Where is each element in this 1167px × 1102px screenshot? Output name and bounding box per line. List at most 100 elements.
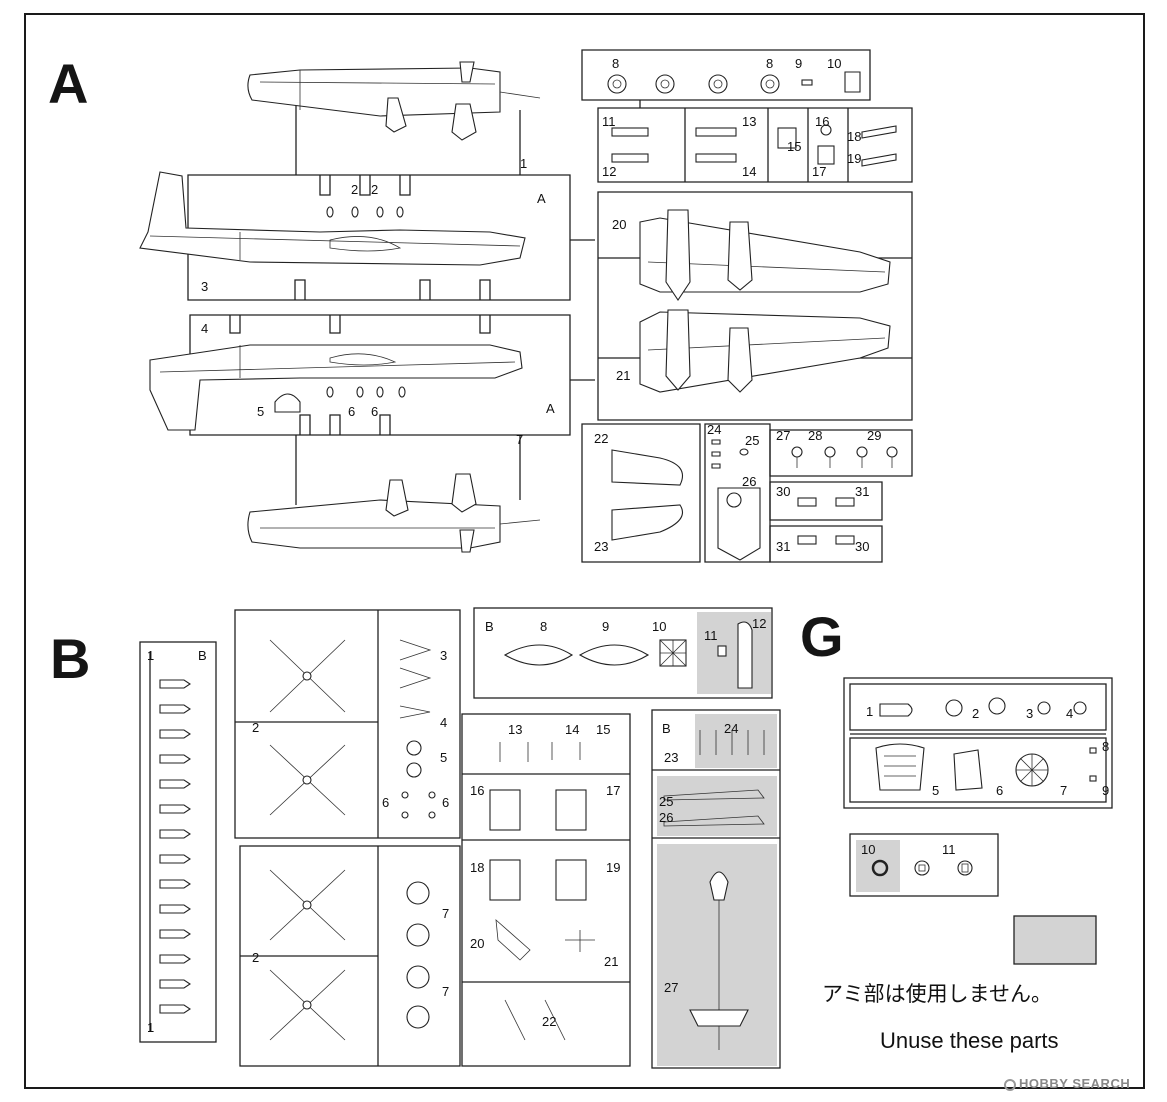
part-number: 28 [808, 428, 822, 443]
part-number: 16 [470, 783, 484, 798]
part-number: 9 [602, 619, 609, 634]
sprue-g-frame [843, 677, 1113, 809]
small-parts-24-26 [711, 439, 761, 561]
part-number: 29 [867, 428, 881, 443]
part-number: 30 [776, 484, 790, 499]
part-number: 12 [752, 616, 766, 631]
part-number: 30 [855, 539, 869, 554]
sprue-a-tag: A [546, 401, 555, 416]
propeller-parts [269, 639, 346, 1041]
watermark-text: HOBBY SEARCH [1019, 1076, 1131, 1091]
sprue-b-label: B [50, 627, 90, 690]
outer-wing-parts [639, 209, 891, 393]
part-number: 4 [440, 715, 447, 730]
part-number: 2 [252, 950, 259, 965]
sprue-b-bomb-strip [139, 641, 217, 1043]
part-number: 26 [659, 810, 673, 825]
sprue-g-label: G [800, 605, 844, 668]
part-number: 20 [470, 936, 484, 951]
part-number: 8 [1102, 739, 1109, 754]
part-number: 17 [812, 164, 826, 179]
part-number: 2 [371, 182, 378, 197]
sprue-b-unused-frame [651, 709, 781, 1069]
sprue-b-top-strip [473, 607, 773, 699]
part-number: 5 [440, 750, 447, 765]
part-number: 8 [540, 619, 547, 634]
part-number: 1 [866, 704, 873, 719]
part-number: 3 [1026, 706, 1033, 721]
part-number: 27 [664, 980, 678, 995]
part-number: 24 [707, 422, 721, 437]
part-number: 13 [508, 722, 522, 737]
sprue-a-tag: A [537, 191, 546, 206]
part-number: 3 [201, 279, 208, 294]
sprue-b-tag: B [198, 648, 207, 663]
part-number: 6 [382, 795, 389, 810]
part-number: 21 [604, 954, 618, 969]
part-number: 9 [1102, 783, 1109, 798]
part-number: 21 [616, 368, 630, 383]
part-number: 6 [996, 783, 1003, 798]
part-number: 19 [847, 151, 861, 166]
prop-hub-parts [399, 639, 436, 1029]
detail-parts-11-19 [611, 124, 897, 167]
fuselage-half-upper [139, 171, 526, 266]
diagram-frame [24, 13, 1145, 1089]
part-number: 19 [606, 860, 620, 875]
part-number: 17 [606, 783, 620, 798]
part-number: 8 [612, 56, 619, 71]
unused-parts-swatch [1013, 915, 1097, 965]
part-number: 5 [257, 404, 264, 419]
stabilizer-parts [611, 449, 684, 541]
part-number: 5 [932, 783, 939, 798]
part-number: 7 [1060, 783, 1067, 798]
part-number: 27 [776, 428, 790, 443]
part-number: 25 [659, 794, 673, 809]
small-parts-27-31 [791, 446, 898, 545]
part-number: 10 [861, 842, 875, 857]
part-number: 1 [520, 156, 527, 171]
wheel-parts [607, 71, 861, 94]
part-number: 6 [371, 404, 378, 419]
sprue-b-tag: B [662, 721, 671, 736]
part-number: 1 [147, 1020, 154, 1035]
part-number: 11 [942, 842, 956, 857]
part-number: 6 [348, 404, 355, 419]
part-number: 11 [704, 628, 718, 643]
part-number: 16 [815, 114, 829, 129]
part-number: 20 [612, 217, 626, 232]
watermark: HOBBY SEARCH [1004, 1076, 1130, 1091]
part-number: 22 [594, 431, 608, 446]
part-number: 25 [745, 433, 759, 448]
part-number: 2 [972, 706, 979, 721]
wing-half-top [247, 61, 541, 141]
part-number: 10 [652, 619, 666, 634]
part-number: 11 [602, 114, 616, 129]
part-number: 31 [855, 484, 869, 499]
part-number: 24 [724, 721, 738, 736]
part-number: 7 [442, 906, 449, 921]
part-number: 18 [470, 860, 484, 875]
part-number: 26 [742, 474, 756, 489]
sprue-b-gear-frame [461, 713, 631, 1067]
logo-icon [1004, 1079, 1016, 1091]
part-number: 6 [442, 795, 449, 810]
sprue-a-label: A [48, 52, 88, 115]
part-number: 13 [742, 114, 756, 129]
part-number: 4 [201, 321, 208, 336]
part-number: 23 [594, 539, 608, 554]
part-number: 4 [1066, 706, 1073, 721]
part-number: 3 [440, 648, 447, 663]
part-number: 23 [664, 750, 678, 765]
part-number: 10 [827, 56, 841, 71]
fuselage-half-lower [149, 344, 523, 431]
part-number: 15 [596, 722, 610, 737]
sprue-b-propeller-frame [234, 609, 461, 1067]
part-number: 14 [742, 164, 756, 179]
unused-note-english: Unuse these parts [880, 1028, 1059, 1053]
part-number: 18 [847, 129, 861, 144]
part-number: 14 [565, 722, 579, 737]
part-number: 8 [766, 56, 773, 71]
part-number: 7 [516, 432, 523, 447]
